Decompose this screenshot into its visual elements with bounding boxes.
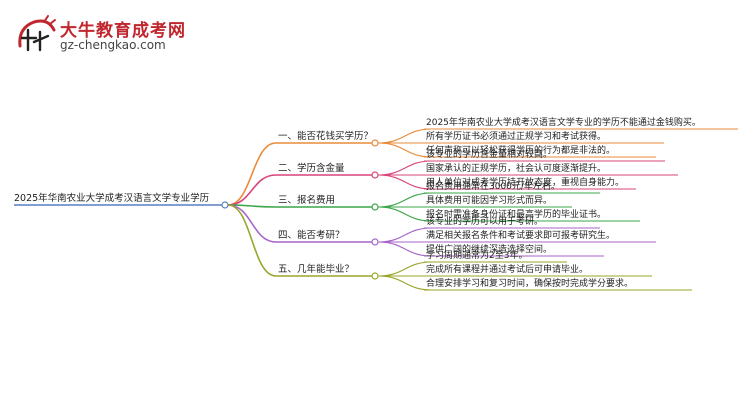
site-name: 大牛教育成考网 — [60, 21, 186, 41]
leaf-connector — [377, 275, 433, 291]
branch-topic: 五、几年能毕业？ — [278, 264, 355, 275]
site-url: gz-chengkao.com — [60, 38, 166, 52]
branch-connector-dot — [371, 238, 379, 246]
branch-connector-dot — [371, 203, 379, 211]
leaf-topic: 该专业的学历可以用于考研。 — [426, 217, 544, 227]
branch-connector — [227, 142, 277, 206]
leaf-connector — [377, 142, 433, 158]
leaf-topic: 报名时需准备身份证和最高学历的毕业证书。 — [426, 210, 607, 220]
leaf-connector — [377, 160, 433, 176]
leaf-topic: 具体费用可能因学习形式而异。 — [426, 196, 553, 206]
leaf-connector — [377, 227, 433, 243]
mascot-logo-icon — [18, 15, 56, 52]
leaf-topic: 任何声称可以轻松获得学历的行为都是非法的。 — [426, 146, 616, 156]
branch-connector-dot — [371, 272, 379, 280]
leaf-connector — [377, 192, 433, 208]
branch-topic: 一、能否花钱买学历？ — [278, 131, 374, 142]
leaf-topic: 报名费用通常在3000元/年左右。 — [426, 182, 560, 192]
leaf-topic: 2025年华南农业大学成考汉语言文学专业的学历不能通过金钱购买。 — [426, 118, 701, 128]
site-logo[interactable]: 大牛教育成考网 gz-chengkao.com — [14, 14, 264, 56]
leaf-topic: 该专业的学历含金量相对较高。 — [426, 150, 553, 160]
leaf-topic: 用人单位对成考学历持开放态度，重视自身能力。 — [426, 178, 625, 188]
leaf-connector — [377, 261, 433, 277]
leaf-connector — [377, 241, 433, 257]
branch-connector — [227, 204, 277, 277]
root-connector-dot — [221, 201, 229, 209]
branch-connector — [227, 174, 277, 206]
leaf-topic: 所有学历证书必须通过正规学习和考试获得。 — [426, 132, 607, 142]
branch-topic: 四、能否考研？ — [278, 230, 345, 241]
leaf-connector — [377, 206, 433, 222]
branch-connector — [227, 204, 277, 243]
leaf-topic: 国家承认的正规学历，社会认可度逐渐提升。 — [426, 164, 607, 174]
leaf-topic: 满足相关报名条件和考试要求即可报考研究生。 — [426, 231, 616, 241]
root-topic: 2025年华南农业大学成考汉语言文学专业学历 — [14, 193, 210, 204]
branch-topic: 二、学历含金量 — [278, 163, 345, 174]
leaf-topic: 提供广阔的继续深造选择空间。 — [426, 245, 553, 255]
leaf-topic: 完成所有课程并通过考试后可申请毕业。 — [426, 265, 589, 275]
branch-topic: 三、报名费用 — [278, 195, 336, 206]
leaf-connector — [377, 128, 433, 144]
leaf-connector — [377, 174, 433, 190]
leaf-topic: 合理安排学习和复习时间，确保按时完成学分要求。 — [426, 279, 634, 289]
leaf-topic: 学习周期通常为2至3年。 — [426, 251, 528, 261]
branch-connector-dot — [371, 171, 379, 179]
